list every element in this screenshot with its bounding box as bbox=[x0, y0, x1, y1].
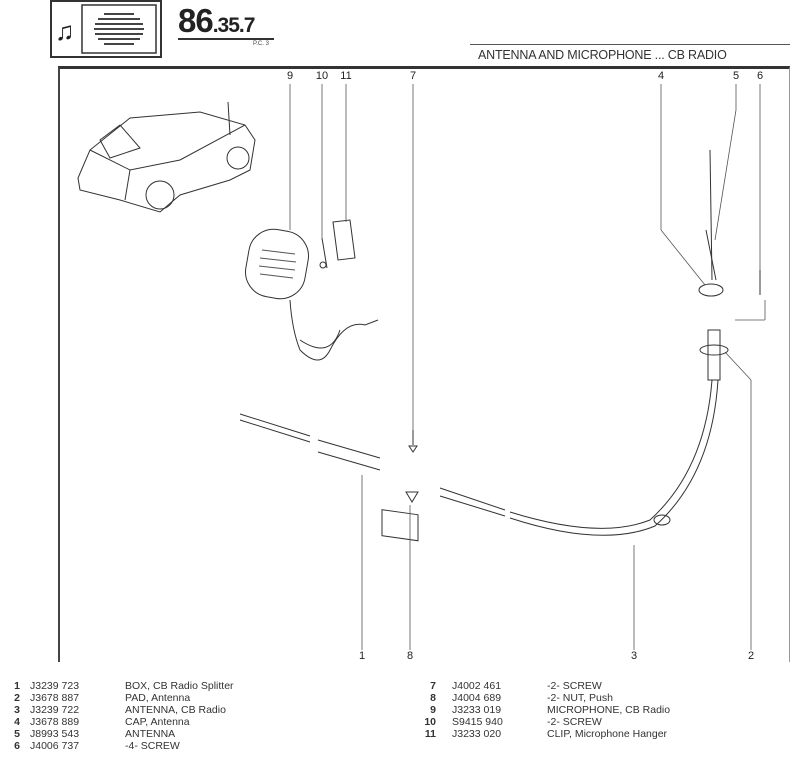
item-number: 3 bbox=[14, 704, 20, 716]
section-sub: .35 bbox=[212, 14, 240, 37]
part-number: S9415 940 bbox=[452, 716, 503, 728]
part-description: ANTENNA, CB Radio bbox=[125, 704, 226, 716]
part-number: J3678 887 bbox=[30, 692, 80, 704]
part-number: J3239 722 bbox=[30, 704, 80, 716]
item-number: 8 bbox=[430, 692, 436, 704]
item-number: 9 bbox=[430, 704, 436, 716]
callout-5: 5 bbox=[732, 70, 740, 82]
leader-lines bbox=[289, 84, 766, 650]
parts-list-row: 4 J3678 889 CAP, Antenna bbox=[0, 716, 400, 728]
pc-label: P.C. 3 bbox=[253, 41, 269, 47]
parts-list-row: 6 J4006 737 -4- SCREW bbox=[0, 740, 400, 752]
diagram-frame bbox=[58, 66, 790, 662]
part-description: -4- SCREW bbox=[125, 740, 180, 752]
part-description: -2- SCREW bbox=[547, 716, 602, 728]
antenna-cable-illustration bbox=[509, 149, 761, 536]
parts-list-row: 3 J3239 722 ANTENNA, CB Radio bbox=[0, 704, 400, 716]
callout-7: 7 bbox=[409, 70, 417, 82]
part-number: J3678 889 bbox=[30, 716, 80, 728]
part-number: J4004 689 bbox=[452, 692, 502, 704]
parts-list-row: 11 J3233 020 CLIP, Microphone Hanger bbox=[400, 728, 800, 740]
item-number: 5 bbox=[14, 728, 20, 740]
splitter-box-illustration bbox=[239, 413, 506, 542]
parts-list-row: 5 J8993 543 ANTENNA bbox=[0, 728, 400, 740]
part-description: CLIP, Microphone Hanger bbox=[547, 728, 668, 740]
car-illustration bbox=[77, 101, 256, 213]
section-number: 86.35.7 bbox=[178, 2, 255, 40]
section-minor: .7 bbox=[238, 14, 255, 37]
part-number: J8993 543 bbox=[30, 728, 80, 740]
callout-10: 10 bbox=[315, 70, 329, 82]
section-title: ANTENNA AND MICROPHONE ... CB RADIO bbox=[478, 48, 727, 62]
part-number: J3233 020 bbox=[452, 728, 502, 740]
microphone-illustration bbox=[245, 228, 379, 361]
callout-4: 4 bbox=[657, 70, 665, 82]
speaker-music-icon: ♫ bbox=[50, 0, 162, 58]
section-main: 86 bbox=[178, 2, 214, 39]
parts-list-right: 7 J4002 461 -2- SCREW 8 J4004 689 -2- NUT, Pu… bbox=[400, 680, 800, 740]
svg-text:♫: ♫ bbox=[55, 16, 75, 46]
title-underline bbox=[178, 38, 274, 40]
part-description: -2- NUT, Push bbox=[547, 692, 613, 704]
part-description: PAD, Antenna bbox=[125, 692, 191, 704]
screw-illustration bbox=[405, 430, 419, 503]
callout-6: 6 bbox=[756, 70, 764, 82]
part-description: BOX, CB Radio Splitter bbox=[125, 680, 234, 692]
parts-list-row: 9 J3233 019 MICROPHONE, CB Radio bbox=[400, 704, 800, 716]
clip-illustration bbox=[319, 219, 356, 269]
part-description: ANTENNA bbox=[125, 728, 176, 740]
part-number: J3233 019 bbox=[452, 704, 502, 716]
parts-list-row: 7 J4002 461 -2- SCREW bbox=[400, 680, 800, 692]
callout-1: 1 bbox=[358, 650, 366, 662]
item-number: 7 bbox=[430, 680, 436, 692]
part-number: J4006 737 bbox=[30, 740, 80, 752]
part-description: -2- SCREW bbox=[547, 680, 602, 692]
item-number: 11 bbox=[424, 728, 436, 740]
item-number: 6 bbox=[14, 740, 20, 752]
parts-list-row: 2 J3678 887 PAD, Antenna bbox=[0, 692, 400, 704]
parts-list-row: 1 J3239 723 BOX, CB Radio Splitter bbox=[0, 680, 400, 692]
callout-9: 9 bbox=[286, 70, 294, 82]
part-description: CAP, Antenna bbox=[125, 716, 190, 728]
part-number: J3239 723 bbox=[30, 680, 80, 692]
header-rule bbox=[470, 44, 790, 45]
parts-list-row: 8 J4004 689 -2- NUT, Push bbox=[400, 692, 800, 704]
part-number: J4002 461 bbox=[452, 680, 502, 692]
parts-list-row: 10 S9415 940 -2- SCREW bbox=[400, 716, 800, 728]
callout-3: 3 bbox=[630, 650, 638, 662]
item-number: 1 bbox=[14, 680, 20, 692]
item-number: 4 bbox=[14, 716, 20, 728]
item-number: 10 bbox=[424, 716, 436, 728]
callout-8: 8 bbox=[406, 650, 414, 662]
item-number: 2 bbox=[14, 692, 20, 704]
part-description: MICROPHONE, CB Radio bbox=[547, 704, 671, 716]
callout-2: 2 bbox=[747, 650, 755, 662]
callout-11: 11 bbox=[340, 70, 352, 82]
